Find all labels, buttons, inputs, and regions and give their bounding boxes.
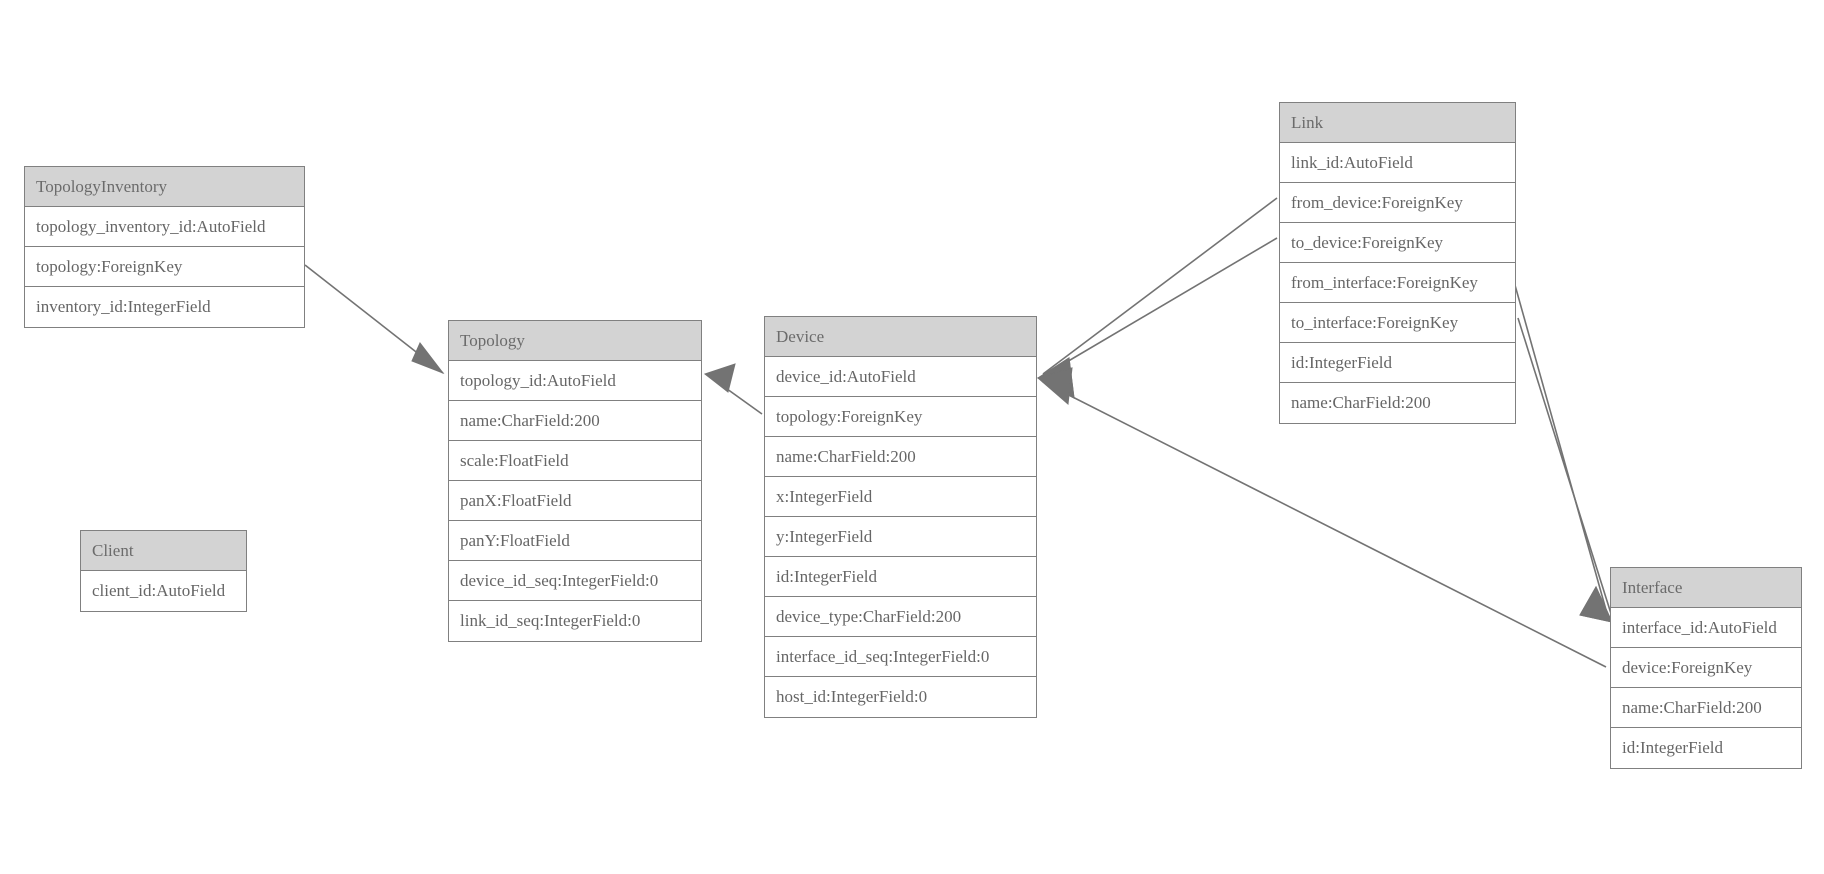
entity-field[interactable]: topology_id:AutoField bbox=[449, 361, 701, 401]
entity-field[interactable]: from_interface:ForeignKey bbox=[1280, 263, 1515, 303]
entity-field[interactable]: name:CharField:200 bbox=[765, 437, 1036, 477]
entity-field[interactable]: client_id:AutoField bbox=[81, 571, 246, 611]
entity-field[interactable]: name:CharField:200 bbox=[1611, 688, 1801, 728]
entity-field[interactable]: from_device:ForeignKey bbox=[1280, 183, 1515, 223]
entity-header-client: Client bbox=[81, 531, 246, 571]
entity-field[interactable]: id:IntegerField bbox=[765, 557, 1036, 597]
entity-field[interactable]: panX:FloatField bbox=[449, 481, 701, 521]
entity-header-topology: Topology bbox=[449, 321, 701, 361]
entity-field[interactable]: topology:ForeignKey bbox=[25, 247, 304, 287]
entity-field[interactable]: interface_id_seq:IntegerField:0 bbox=[765, 637, 1036, 677]
entity-field[interactable]: host_id:IntegerField:0 bbox=[765, 677, 1036, 717]
entity-field[interactable]: y:IntegerField bbox=[765, 517, 1036, 557]
entity-header-link: Link bbox=[1280, 103, 1515, 143]
entity-field[interactable]: device_type:CharField:200 bbox=[765, 597, 1036, 637]
entity-field[interactable]: to_device:ForeignKey bbox=[1280, 223, 1515, 263]
entity-field[interactable]: panY:FloatField bbox=[449, 521, 701, 561]
entity-field[interactable]: to_interface:ForeignKey bbox=[1280, 303, 1515, 343]
entity-field[interactable]: device_id_seq:IntegerField:0 bbox=[449, 561, 701, 601]
entity-field[interactable]: x:IntegerField bbox=[765, 477, 1036, 517]
entity-header-topology-inventory: TopologyInventory bbox=[25, 167, 304, 207]
entity-field[interactable]: scale:FloatField bbox=[449, 441, 701, 481]
entity-field[interactable]: link_id_seq:IntegerField:0 bbox=[449, 601, 701, 641]
entity-field[interactable]: device:ForeignKey bbox=[1611, 648, 1801, 688]
entity-header-interface: Interface bbox=[1611, 568, 1801, 608]
entity-field[interactable]: topology:ForeignKey bbox=[765, 397, 1036, 437]
entity-field[interactable]: device_id:AutoField bbox=[765, 357, 1036, 397]
entity-field[interactable]: inventory_id:IntegerField bbox=[25, 287, 304, 327]
entity-field[interactable]: interface_id:AutoField bbox=[1611, 608, 1801, 648]
entity-field[interactable]: id:IntegerField bbox=[1611, 728, 1801, 768]
entity-field[interactable]: id:IntegerField bbox=[1280, 343, 1515, 383]
entity-field[interactable]: name:CharField:200 bbox=[449, 401, 701, 441]
entity-field[interactable]: topology_inventory_id:AutoField bbox=[25, 207, 304, 247]
entity-field[interactable]: name:CharField:200 bbox=[1280, 383, 1515, 423]
entity-field[interactable]: link_id:AutoField bbox=[1280, 143, 1515, 183]
entity-header-device: Device bbox=[765, 317, 1036, 357]
